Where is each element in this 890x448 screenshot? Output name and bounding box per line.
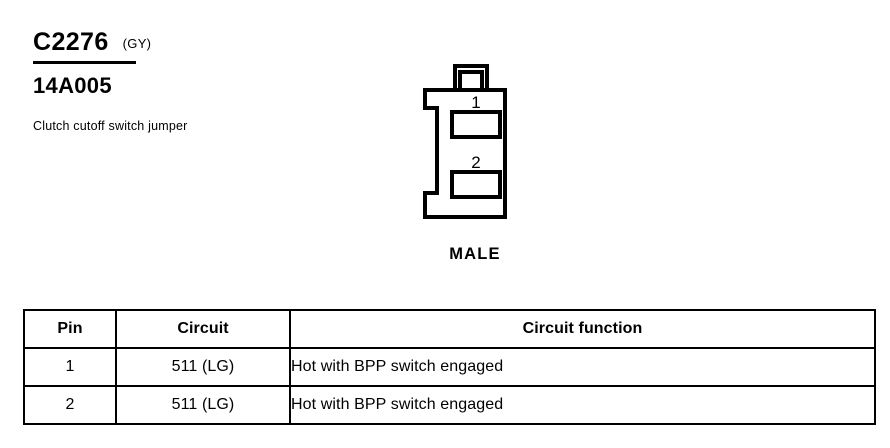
connector-description: Clutch cutoff switch jumper bbox=[33, 119, 188, 133]
cell-circuit: 511 (LG) bbox=[115, 347, 291, 387]
connector-header: C2276 (GY) 14A005 Clutch cutoff switch j… bbox=[33, 30, 293, 136]
cell-pin: 1 bbox=[23, 347, 117, 387]
table-header-row: Pin Circuit Circuit function bbox=[23, 309, 876, 349]
cell-pin: 2 bbox=[23, 385, 117, 425]
connector-id: C2276 bbox=[33, 28, 109, 56]
cell-circuit: 511 (LG) bbox=[115, 385, 291, 425]
pin-cavity-1 bbox=[450, 110, 502, 139]
connector-outline-svg: 1 2 bbox=[423, 64, 507, 219]
connector-id-underline bbox=[33, 61, 136, 64]
pinout-table-head: Pin Circuit Circuit function bbox=[23, 309, 876, 349]
pinout-table: Pin Circuit Circuit function 1 511 (LG) … bbox=[23, 309, 876, 425]
pin-cavity-2 bbox=[450, 170, 502, 199]
connector-diagram: 1 2 MALE bbox=[410, 55, 540, 270]
cell-circuit-function: Hot with BPP switch engaged bbox=[289, 385, 876, 425]
connector-body-outline bbox=[423, 88, 507, 219]
connector-locking-tab bbox=[453, 64, 489, 90]
pinout-table-body: 1 511 (LG) Hot with BPP switch engaged 2… bbox=[23, 347, 876, 425]
column-header-pin: Pin bbox=[23, 309, 117, 349]
table-row: 1 511 (LG) Hot with BPP switch engaged bbox=[23, 347, 876, 387]
pin-number-1-label: 1 bbox=[471, 93, 480, 112]
pin-number-2-label: 2 bbox=[471, 153, 480, 172]
connector-color-code: (GY) bbox=[122, 36, 152, 51]
table-row: 2 511 (LG) Hot with BPP switch engaged bbox=[23, 385, 876, 425]
connector-part-number: 14A005 bbox=[33, 73, 112, 98]
cell-circuit-function: Hot with BPP switch engaged bbox=[289, 347, 876, 387]
connector-gender-label: MALE bbox=[449, 245, 501, 263]
column-header-circuit: Circuit bbox=[115, 309, 291, 349]
connector-id-row: C2276 (GY) bbox=[33, 30, 293, 55]
column-header-circuit-function: Circuit function bbox=[289, 309, 876, 349]
